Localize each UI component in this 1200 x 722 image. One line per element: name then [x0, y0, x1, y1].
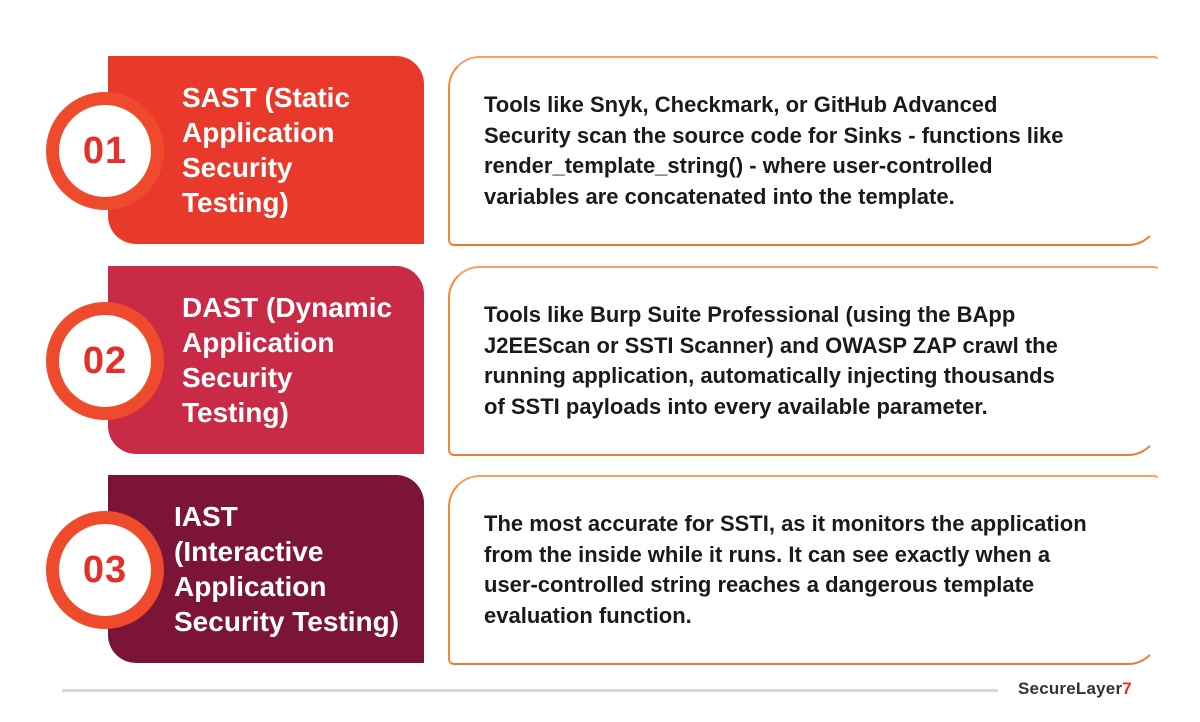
item-number: 01	[82, 129, 128, 172]
item-number: 02	[82, 339, 128, 382]
number-badge: 03	[46, 511, 164, 629]
footer-divider	[62, 689, 998, 692]
item-title: DAST (Dynamic Application Security Testi…	[182, 292, 393, 428]
item-number: 03	[82, 548, 128, 591]
item-description: Tools like Burp Suite Professional (usin…	[484, 302, 1058, 419]
item-description: The most accurate for SSTI, as it monito…	[484, 511, 1087, 628]
item-description-box: The most accurate for SSTI, as it monito…	[448, 475, 1160, 665]
item-description-box: Tools like Snyk, Checkmark, or GitHub Ad…	[448, 56, 1160, 246]
item-iast: IAST (Interactive Application Security T…	[0, 475, 1200, 675]
item-description-box: Tools like Burp Suite Professional (usin…	[448, 266, 1160, 456]
item-description: Tools like Snyk, Checkmark, or GitHub Ad…	[484, 92, 1064, 209]
number-badge: 01	[46, 92, 164, 210]
brand-logo: SecureLayer7	[1018, 679, 1132, 699]
number-badge: 02	[46, 302, 164, 420]
brand-suffix: 7	[1122, 679, 1132, 698]
item-title: SAST (Static Application Security Testin…	[182, 82, 351, 218]
item-sast: SAST (Static Application Security Testin…	[0, 56, 1200, 256]
item-dast: DAST (Dynamic Application Security Testi…	[0, 266, 1200, 466]
item-title-box: SAST (Static Application Security Testin…	[108, 56, 424, 244]
item-title: IAST (Interactive Application Security T…	[174, 501, 400, 637]
brand-name: SecureLayer	[1018, 679, 1123, 698]
